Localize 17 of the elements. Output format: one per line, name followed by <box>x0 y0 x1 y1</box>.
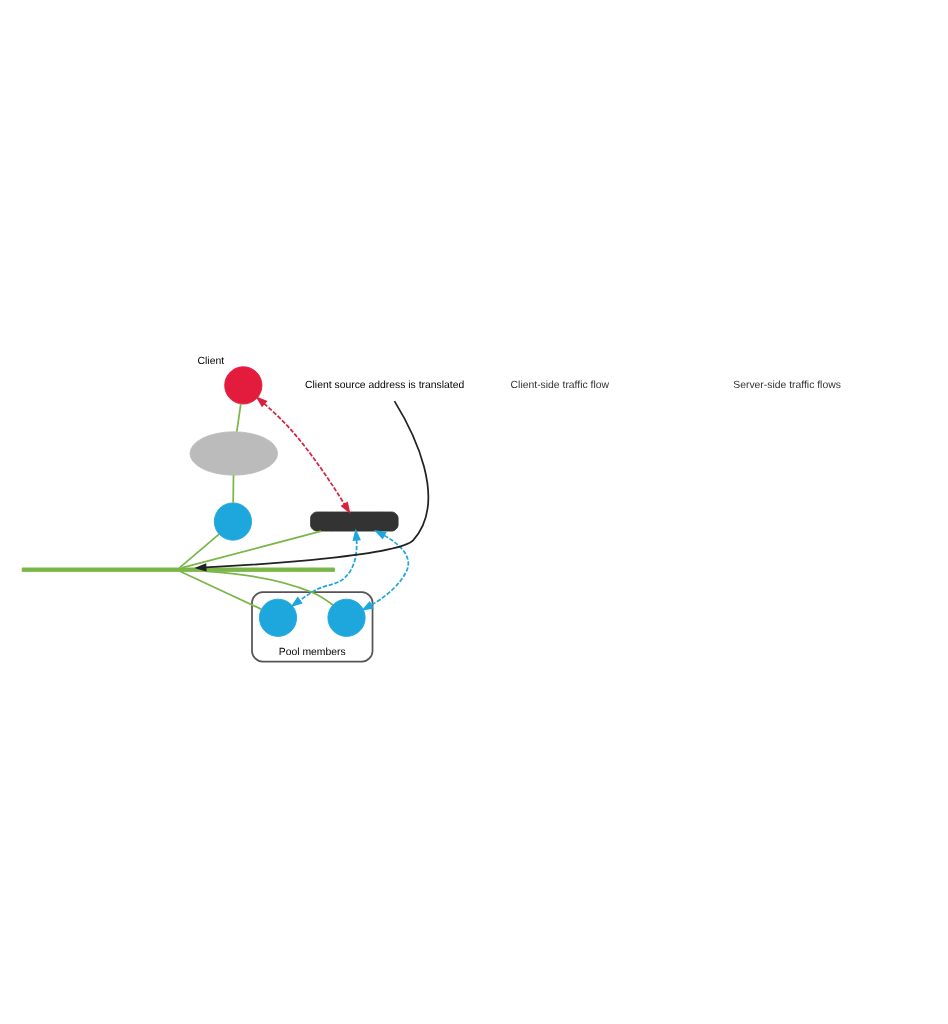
node-cloud <box>189 431 278 476</box>
connector <box>205 570 334 606</box>
connector <box>235 403 242 433</box>
arrow <box>361 530 410 611</box>
node-circle <box>224 366 263 405</box>
arrow <box>290 528 361 608</box>
node-circle <box>258 598 298 637</box>
connector <box>180 530 323 569</box>
node-circle <box>327 598 366 637</box>
arrow <box>255 396 351 515</box>
connector <box>178 533 220 569</box>
connector <box>232 474 235 504</box>
node-bar <box>21 567 335 572</box>
node-circle <box>213 502 252 541</box>
connector <box>179 570 263 610</box>
arrow <box>194 400 430 572</box>
node-box <box>310 511 399 532</box>
